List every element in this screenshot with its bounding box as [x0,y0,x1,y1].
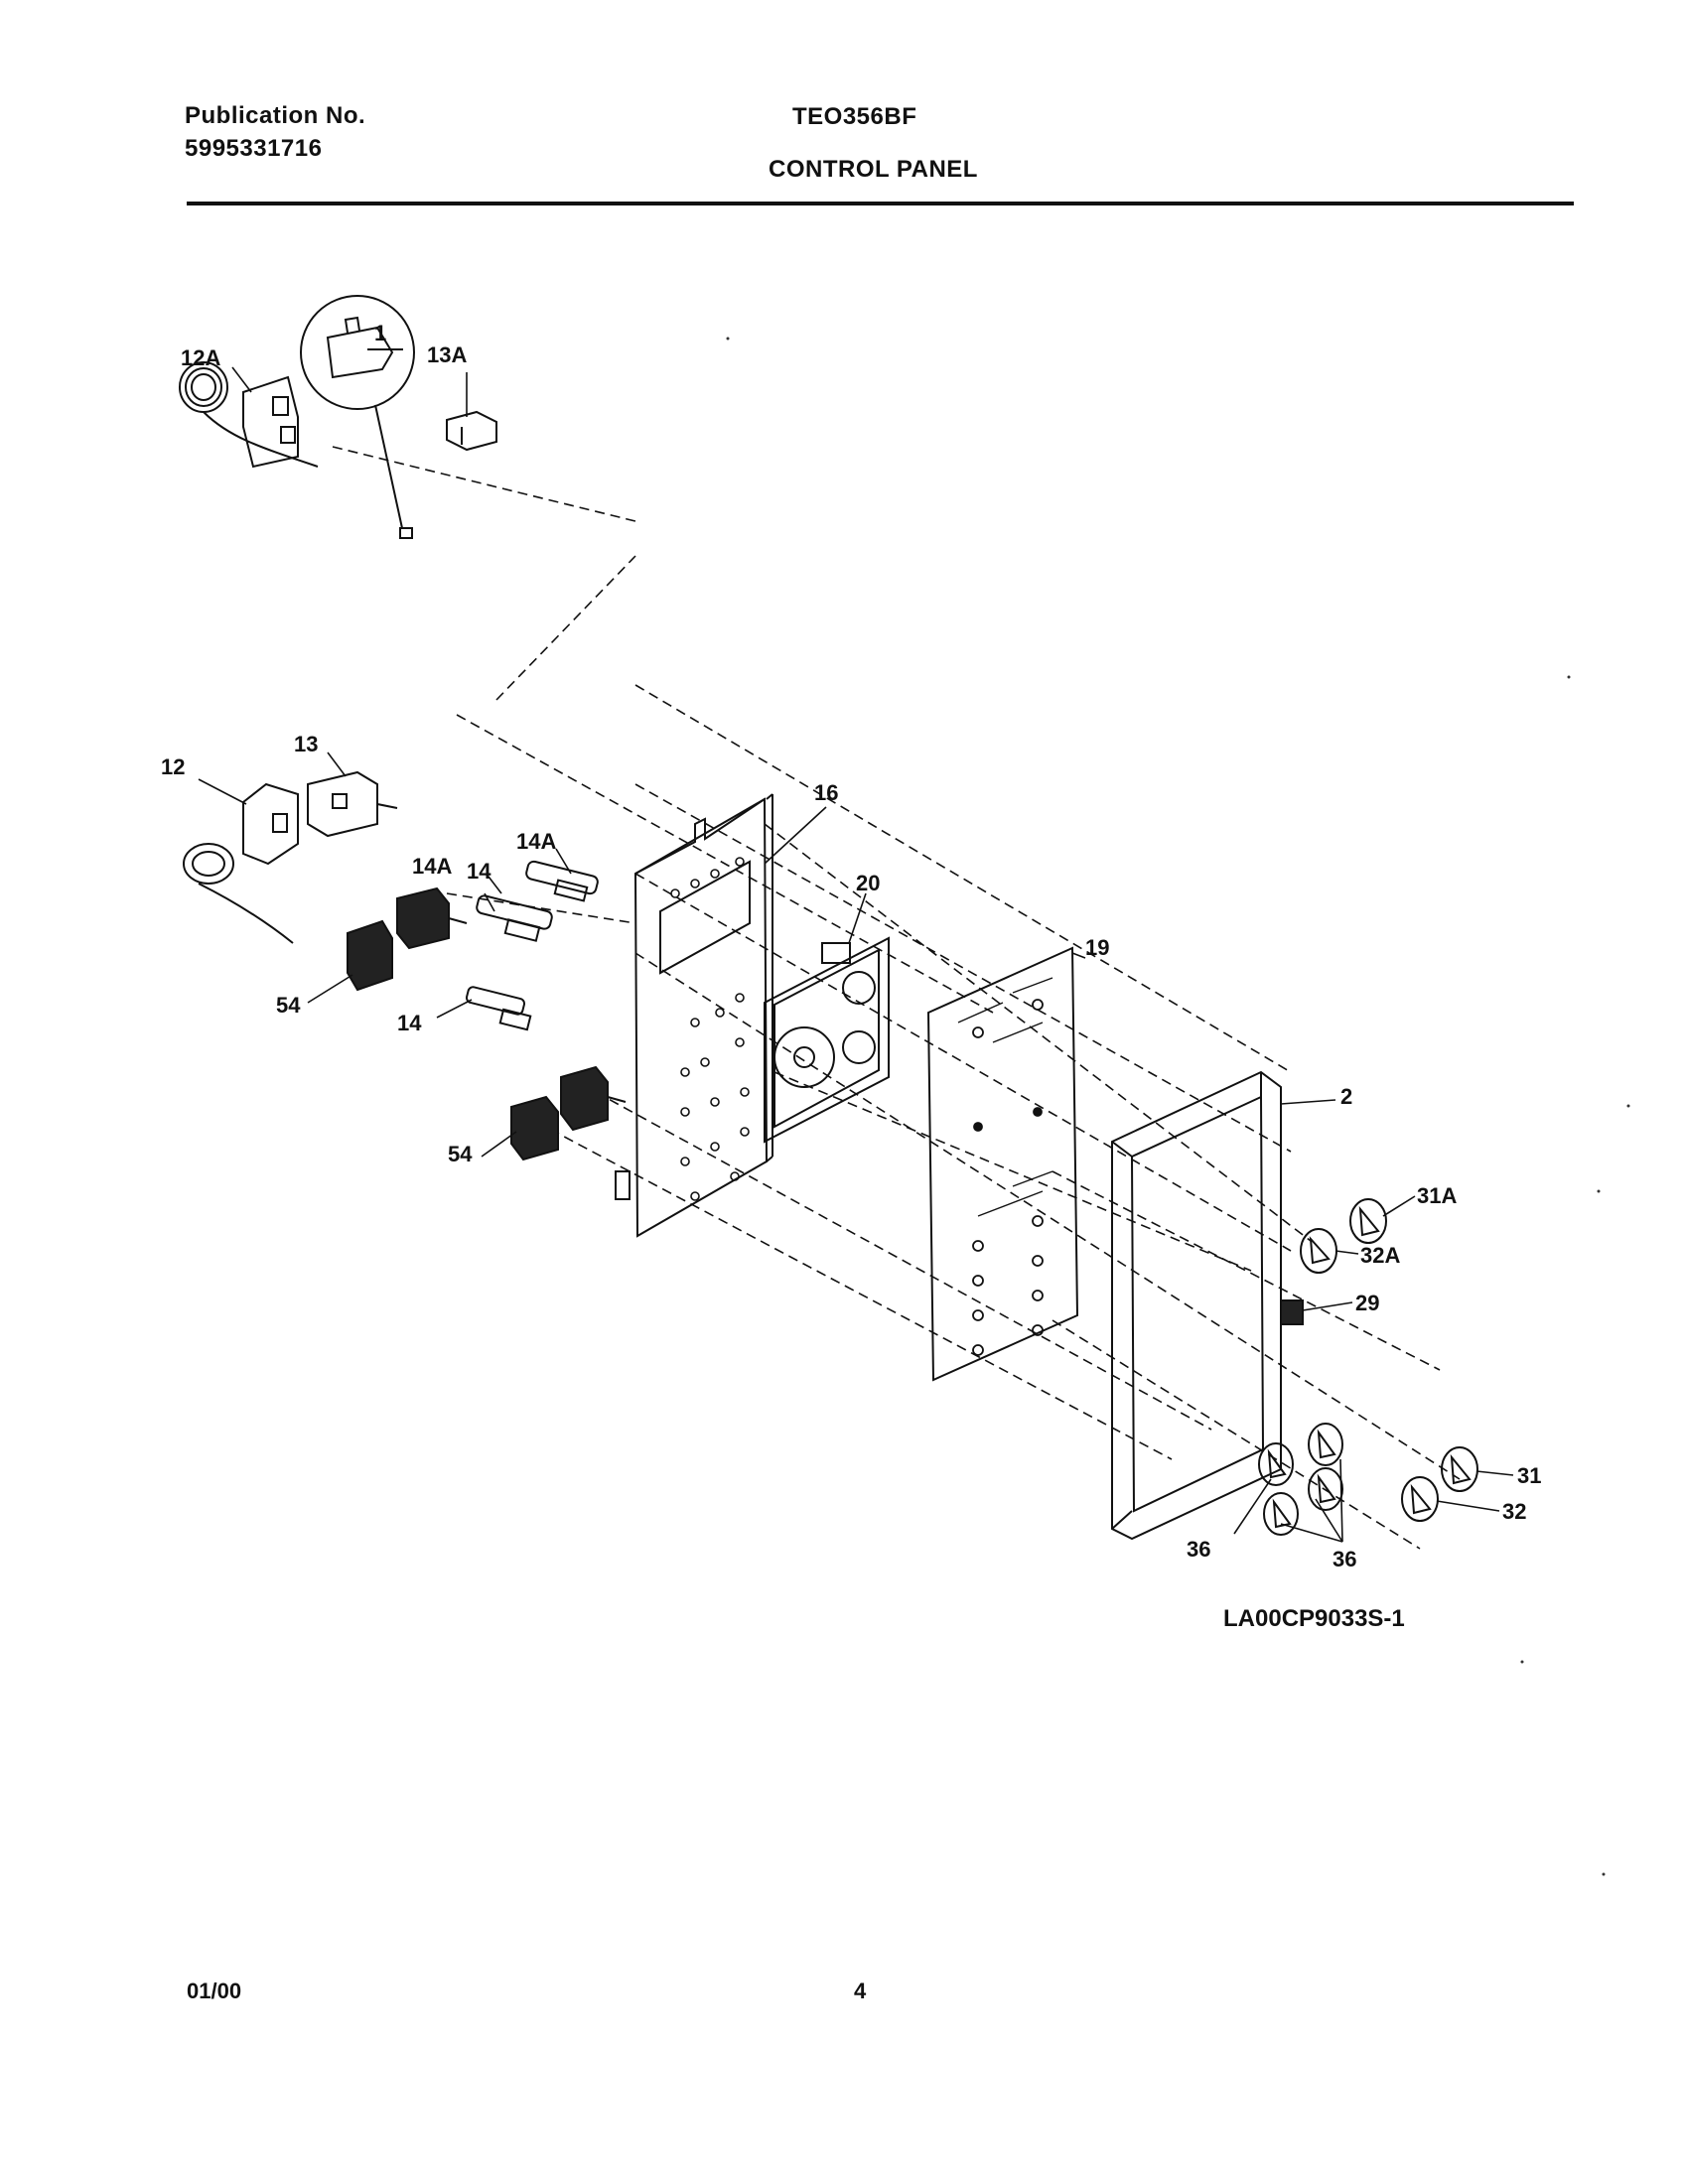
part-2-trim-frame [1111,1070,1282,1541]
part-14-indicator-upper [476,894,553,942]
callout-14a-right: 14A [516,829,556,854]
part-31a-knob [1349,1198,1387,1244]
callout-29: 29 [1355,1291,1379,1315]
part-54-switch-lower [510,1065,627,1161]
part-13-switch [307,770,398,838]
part-14a-indicator-upper [525,860,599,902]
callout-13: 13 [294,732,318,756]
callout-12a: 12A [181,345,220,370]
part-29-knob [1280,1299,1304,1325]
part-20-clock-timer [764,936,890,1144]
callout-14-lower: 14 [397,1011,422,1035]
callout-labels: 1 12A 13A 13 12 16 14A 14A 14 20 19 54 1… [161,321,1541,1632]
publication-number: 5995331716 [185,135,323,162]
callout-19: 19 [1085,935,1109,960]
callout-31: 31 [1517,1463,1541,1488]
page-number: 4 [854,1979,867,2003]
part-13a-switch [446,410,497,452]
callout-14-upper: 14 [467,859,491,884]
part-12a-thermostat [179,361,319,469]
part-54-switch-upper [347,887,468,992]
part-32-knob [1401,1476,1439,1522]
callout-36-right: 36 [1333,1547,1356,1571]
leader-lines [198,366,1514,1543]
part-1-detail-circle [300,295,415,539]
section-title: CONTROL PANEL [769,156,978,183]
part-36-knob-set [1258,1423,1343,1536]
callout-31a: 31A [1417,1183,1457,1208]
callout-54-lower: 54 [448,1142,473,1166]
header-divider [187,202,1574,205]
part-16-bracket [615,793,773,1238]
callout-32a: 32A [1360,1243,1400,1268]
callout-1: 1 [374,321,386,345]
assembly-guide-lines [332,446,1461,1550]
part-14-indicator-lower [465,986,532,1031]
publication-label: Publication No. [185,102,366,129]
callout-13a: 13A [427,342,467,367]
callout-32: 32 [1502,1499,1526,1524]
part-12-thermostat [183,782,299,944]
callout-14a-left: 14A [412,854,452,879]
callout-36-left: 36 [1187,1537,1210,1562]
revision-date: 01/00 [187,1979,242,2003]
reference-code: LA00CP9033S-1 [1223,1605,1405,1632]
callout-20: 20 [856,871,880,895]
model-number: TEO356BF [792,103,917,130]
part-32a-knob [1300,1228,1337,1274]
part-19-control-panel-face [926,946,1079,1382]
part-31-knob [1441,1446,1478,1492]
callout-2: 2 [1340,1084,1352,1109]
scan-specks [726,337,1630,1876]
callout-16: 16 [814,780,838,805]
callout-12: 12 [161,754,185,779]
callout-54-upper: 54 [276,993,301,1018]
